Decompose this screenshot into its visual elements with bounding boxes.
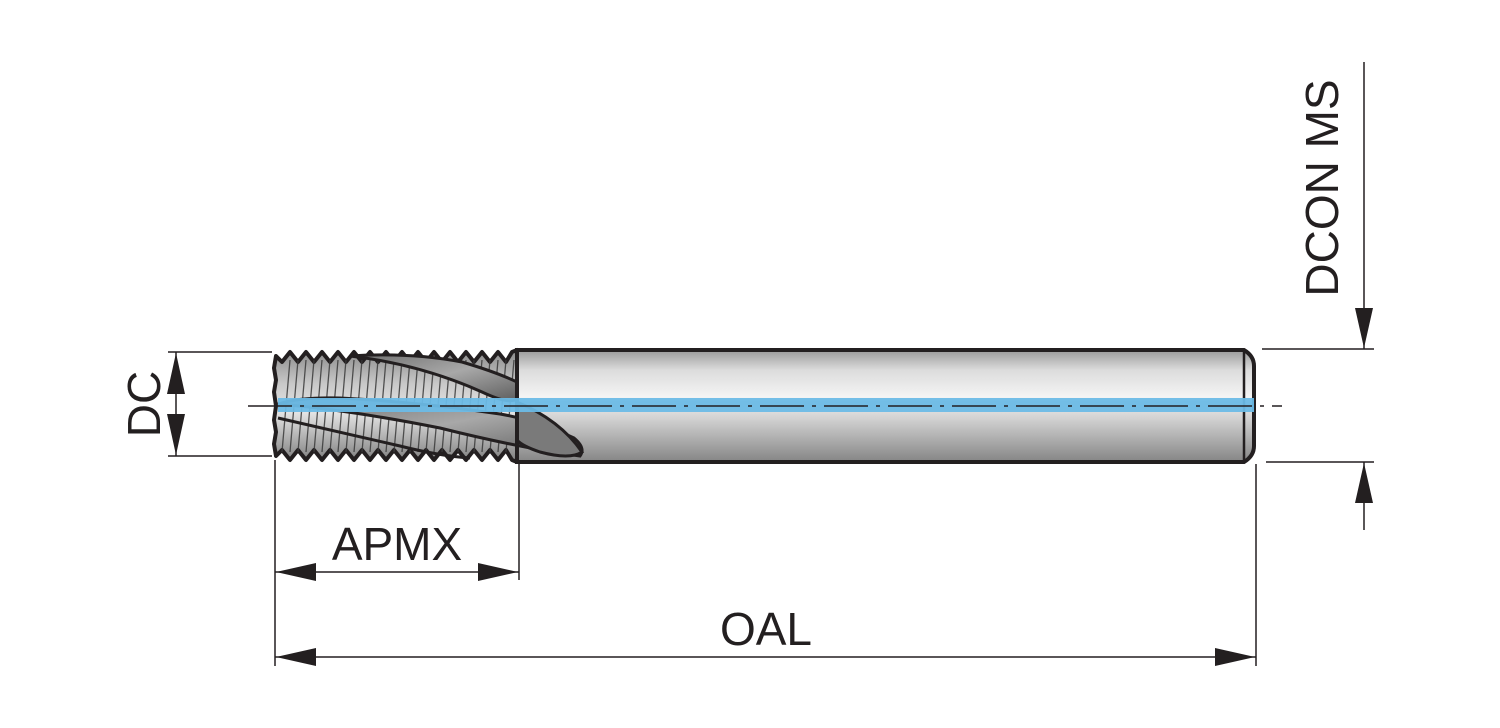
apmx-label: APMX bbox=[332, 518, 462, 570]
flute-lower-edge bbox=[277, 416, 471, 460]
dcon-arrow-top bbox=[1355, 308, 1373, 348]
flute-runout bbox=[515, 400, 585, 458]
coolant-channel bbox=[278, 398, 1254, 412]
dimension-oal: OAL bbox=[275, 464, 1257, 666]
apmx-arrow-right bbox=[478, 563, 518, 581]
dimension-dcon-ms: DCON MS bbox=[1262, 62, 1374, 530]
oal-arrow-right bbox=[1215, 648, 1255, 666]
dcon-arrow-bottom bbox=[1355, 463, 1373, 503]
dimension-dc: DC bbox=[118, 351, 272, 457]
dcon-ms-label: DCON MS bbox=[1296, 79, 1348, 296]
oal-arrow-left bbox=[276, 648, 316, 666]
apmx-arrow-left bbox=[276, 563, 316, 581]
oal-label: OAL bbox=[720, 603, 812, 655]
dimension-apmx: APMX bbox=[274, 460, 520, 666]
dc-label: DC bbox=[118, 371, 170, 437]
dc-arrow-bottom bbox=[167, 414, 185, 455]
dc-arrow-top bbox=[167, 353, 185, 394]
